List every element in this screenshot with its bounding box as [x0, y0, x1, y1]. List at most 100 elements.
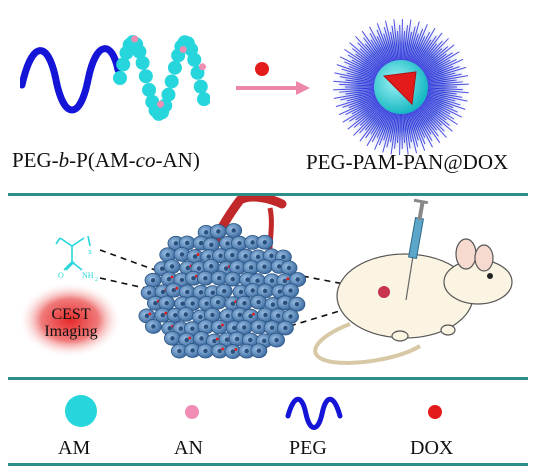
- peg-spike: [335, 93, 379, 108]
- peg-spike: [411, 31, 431, 66]
- peg-block: [20, 45, 122, 114]
- divider-top: [8, 193, 528, 196]
- peg-spike: [420, 100, 447, 121]
- cell-nucleus: [269, 325, 275, 330]
- cell-nucleus: [184, 337, 189, 343]
- cell-nucleus: [146, 290, 152, 295]
- cell-nucleus: [203, 276, 208, 281]
- cell-nucleus: [263, 312, 268, 318]
- peg-spike: [424, 89, 457, 95]
- peg-spike: [420, 52, 453, 75]
- peg-spike: [355, 53, 382, 74]
- peg-spike: [339, 83, 378, 87]
- cell-nucleus: [203, 324, 209, 329]
- peg-spike: [419, 44, 455, 73]
- cell-nucleus: [150, 278, 156, 283]
- cell-nucleus: [192, 254, 198, 259]
- cell-nucleus: [199, 336, 204, 341]
- peg-spike: [421, 99, 455, 120]
- peg-spike: [413, 39, 432, 68]
- cell-nucleus: [173, 313, 178, 318]
- peg-spike: [371, 108, 391, 143]
- cest-imaging-label: CEST Imaging: [44, 306, 98, 340]
- peg-spike: [359, 105, 387, 142]
- peg-spike: [352, 48, 383, 73]
- cell-dox-dot: [148, 312, 152, 316]
- cell-nucleus: [173, 241, 179, 246]
- peg-spike: [363, 37, 387, 69]
- cell-nucleus: [217, 275, 222, 281]
- peg-spike: [382, 109, 396, 153]
- peg-spike: [384, 20, 397, 64]
- cell-nucleus: [198, 314, 203, 320]
- peg-spike: [340, 91, 378, 101]
- cell-nucleus: [243, 253, 248, 259]
- peg-spike: [355, 100, 382, 121]
- peg-spike: [342, 99, 381, 123]
- peg-spike: [423, 95, 454, 109]
- am-bead: [135, 55, 150, 70]
- peg-spike: [404, 19, 412, 64]
- peg-spike: [424, 91, 468, 102]
- peg-spike: [376, 23, 394, 65]
- peg-spike: [407, 109, 419, 141]
- peg-spike: [348, 95, 379, 109]
- cell-nucleus: [215, 299, 221, 305]
- am-bead-icon: [65, 395, 97, 427]
- cell-nucleus: [191, 276, 196, 281]
- peg-spike: [370, 106, 389, 135]
- cell-nucleus: [217, 324, 222, 330]
- peg-spike: [348, 65, 379, 79]
- peg-spike: [422, 58, 464, 78]
- cell-nucleus: [283, 325, 288, 331]
- peg-spike: [383, 109, 395, 141]
- cell-nucleus: [230, 252, 235, 258]
- an-bead-icon: [185, 405, 199, 419]
- peg-spike: [390, 110, 398, 155]
- cell-dox-dot: [252, 312, 255, 316]
- cell-nucleus: [225, 241, 230, 246]
- peg-spike: [404, 110, 411, 149]
- cell-nucleus: [190, 301, 195, 306]
- cell-nucleus: [245, 277, 250, 282]
- peg-spike: [353, 103, 385, 136]
- peg-spike: [374, 108, 393, 150]
- peg-spike: [405, 31, 412, 64]
- cell-nucleus: [235, 265, 240, 270]
- peg-spike: [405, 26, 416, 64]
- peg-spike: [402, 110, 406, 143]
- peg-spike: [421, 59, 451, 76]
- cell-nucleus: [277, 289, 283, 294]
- peg-spike: [424, 81, 463, 86]
- cell-nucleus: [274, 337, 279, 343]
- peg-spike: [378, 109, 394, 146]
- cell-nucleus: [282, 300, 288, 306]
- cell-nucleus: [178, 326, 183, 331]
- cell-nucleus: [255, 254, 261, 260]
- cell-nucleus: [262, 288, 268, 294]
- peg-spike: [361, 30, 388, 68]
- cell-nucleus: [288, 314, 293, 319]
- am-bead: [138, 69, 153, 84]
- mouse: [313, 238, 513, 365]
- peg-spike: [370, 39, 389, 68]
- peg-spike: [383, 27, 396, 65]
- cell-dox-dot: [221, 323, 224, 327]
- cell-nucleus: [198, 290, 204, 295]
- peg-spike: [349, 99, 382, 122]
- peg-spike: [422, 58, 457, 77]
- peg-spike: [383, 33, 395, 65]
- peg-spike: [346, 72, 378, 82]
- monomer-structure: x O NH 2: [55, 236, 98, 283]
- peg-spike: [399, 25, 401, 64]
- cell-dox-dot: [215, 337, 219, 341]
- cell-nucleus: [166, 276, 172, 282]
- am-bead: [142, 82, 157, 97]
- cell-nucleus: [222, 288, 227, 294]
- cell-nucleus: [250, 288, 255, 293]
- peg-spike: [423, 66, 460, 80]
- peg-spike: [390, 110, 397, 143]
- peg-spike: [415, 105, 439, 137]
- cell-nucleus: [198, 240, 204, 246]
- cell-nucleus: [179, 277, 185, 283]
